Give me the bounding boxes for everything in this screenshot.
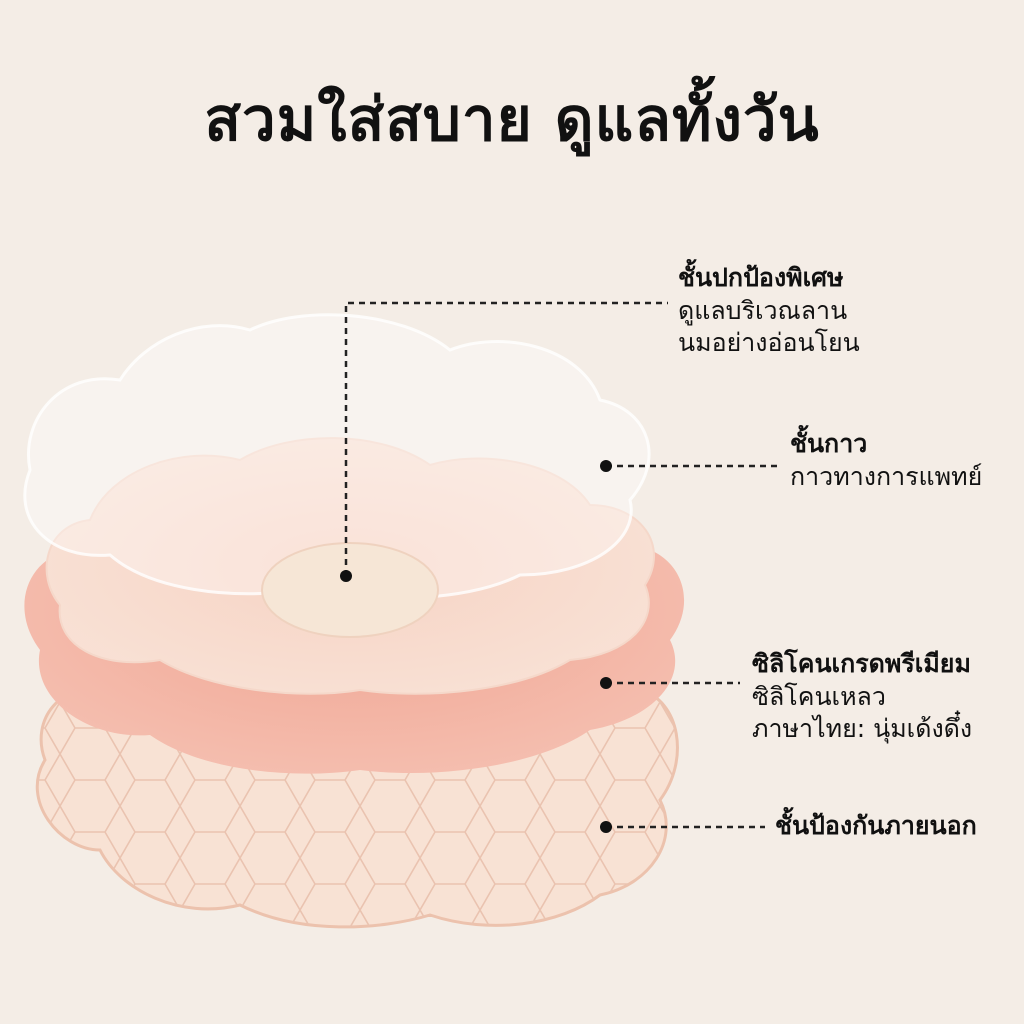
callout-line: นมอย่างอ่อนโยน bbox=[678, 328, 860, 357]
callout-outer-layer: ชั้นป้องกันภายนอก bbox=[775, 810, 977, 843]
callout-heading: ชั้นป้องกันภายนอก bbox=[775, 811, 977, 840]
callout-heading: ซิลิโคนเกรดพรีเมียม bbox=[752, 649, 971, 678]
leader-line-special bbox=[344, 301, 668, 576]
callout-line: ดูแลบริเวณลาน bbox=[678, 295, 848, 325]
callout-line: ซิลิโคนเหลว bbox=[752, 681, 886, 711]
callout-line: ภาษาไทย: นุ่มเด้งดึ๋ง bbox=[752, 714, 973, 743]
marker-dot-adhesive bbox=[600, 460, 612, 472]
special-protective-layer bbox=[23, 313, 651, 600]
callout-line: กาวทางการแพทย์ bbox=[790, 461, 983, 491]
marker-dot-special bbox=[340, 570, 352, 582]
callout-heading: ชั้นกาว bbox=[790, 429, 868, 458]
nipple-pad bbox=[261, 542, 439, 638]
callout-heading: ชั้นปกป้องพิเศษ bbox=[678, 263, 844, 292]
callout-silicone-layer: ซิลิโคนเกรดพรีเมียม ซิลิโคนเหลว ภาษาไทย:… bbox=[752, 648, 972, 746]
marker-dot-silicone bbox=[600, 677, 612, 689]
callout-adhesive-layer: ชั้นกาว กาวทางการแพทย์ bbox=[790, 428, 982, 493]
marker-dot-outer bbox=[600, 821, 612, 833]
callout-special-protective-layer: ชั้นปกป้องพิเศษ ดูแลบริเวณลาน นมอย่างอ่อ… bbox=[678, 262, 860, 360]
page-title: สวมใส่สบาย ดูแลทั้งวัน bbox=[204, 85, 820, 155]
